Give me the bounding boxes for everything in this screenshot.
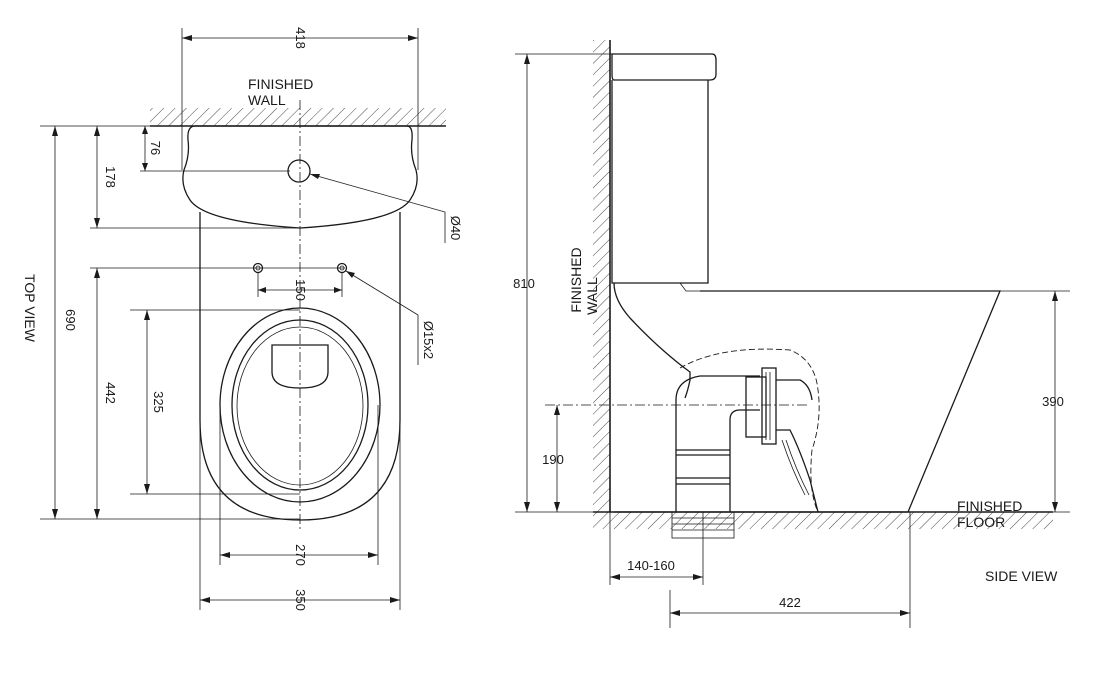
top-wall-label-line1: FINISHED (248, 76, 313, 92)
dim-190-label: 190 (542, 452, 564, 467)
side-outlet-connector (675, 375, 760, 512)
side-wall-label-line1: FINISHED (568, 247, 584, 312)
dim-442-label: 442 (103, 382, 118, 404)
leader-fixing-holes (345, 270, 419, 365)
side-wall-hatch (593, 40, 610, 512)
dim-325-label: 325 (151, 391, 166, 413)
top-view: 418 690 76 178 442 325 150 (22, 27, 463, 611)
top-inlet-hole (287, 159, 311, 183)
dim-178-label: 178 (103, 166, 118, 188)
dim-418-label: 418 (293, 27, 308, 49)
side-cistern-body (611, 80, 709, 284)
top-view-label: TOP VIEW (22, 274, 38, 343)
side-floor-label-line1: FINISHED (957, 498, 1022, 514)
side-floor-hatch (593, 512, 1053, 529)
side-wall-label-line2: WALL (584, 277, 600, 315)
dim-390-label: 390 (1042, 394, 1064, 409)
leader-inlet (309, 173, 446, 243)
side-pan-top (700, 290, 1001, 513)
dim-150-label: 150 (293, 279, 308, 301)
dim-350-label: 350 (293, 589, 308, 611)
dim-270-label: 270 (293, 544, 308, 566)
side-view-label: SIDE VIEW (985, 568, 1058, 584)
dim-76-label: 76 (148, 141, 163, 155)
side-view: 810 190 390 140-160 422 FINISHED WALL FI… (513, 40, 1070, 628)
dim-690-label: 690 (63, 309, 78, 331)
inlet-diameter-label: Ø40 (448, 216, 463, 241)
dim-140-160-label: 140-160 (627, 558, 675, 573)
side-trapway (679, 348, 820, 513)
side-floor-label-line2: FLOOR (957, 514, 1005, 530)
top-wall-hatch (150, 108, 446, 126)
side-outlet-seal (745, 376, 767, 438)
dim-422-label: 422 (779, 595, 801, 610)
dim-810-label: 810 (513, 276, 535, 291)
side-cistern-lid (611, 53, 717, 81)
fixing-holes-label: Ø15x2 (421, 321, 436, 359)
side-pan-outline (613, 282, 691, 399)
top-wall-label-line2: WALL (248, 92, 286, 108)
